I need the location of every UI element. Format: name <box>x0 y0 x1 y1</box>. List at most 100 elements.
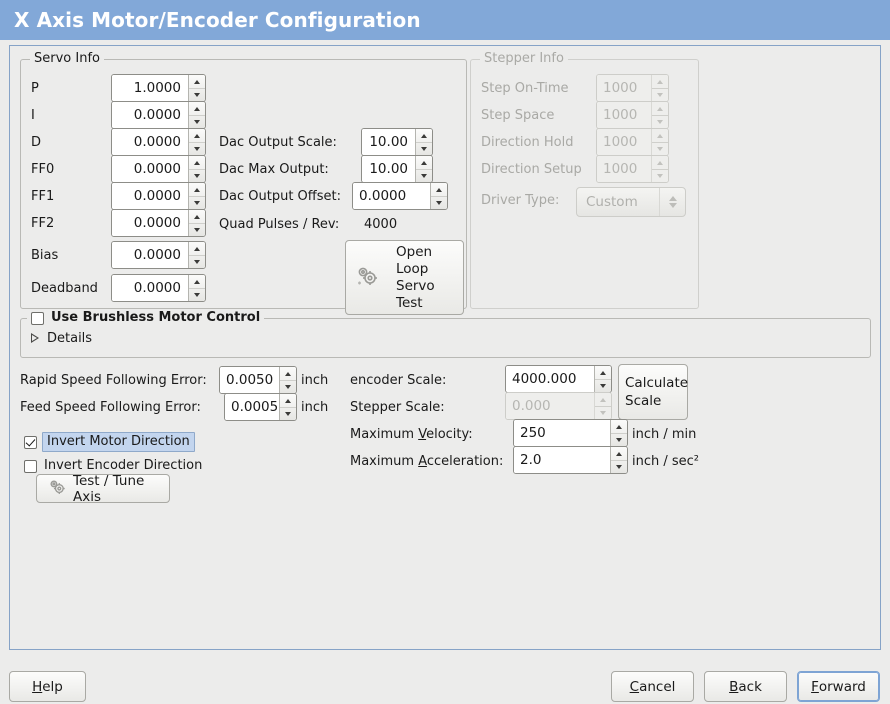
spinner-up-icon[interactable] <box>189 129 205 142</box>
spinner-down-icon[interactable] <box>280 380 296 393</box>
spinner-i[interactable]: 0.0000 <box>111 101 206 129</box>
spinner-bias-buttons[interactable] <box>188 242 205 268</box>
spinner-up-icon[interactable] <box>189 102 205 115</box>
spinner-down-icon[interactable] <box>189 142 205 155</box>
invert-encoder-direction-checkbox[interactable]: Invert Encoder Direction <box>24 458 202 474</box>
spinner-p[interactable]: 1.0000 <box>111 74 206 102</box>
spinner-rapid-buttons[interactable] <box>279 367 296 393</box>
spinner-down-icon[interactable] <box>189 115 205 128</box>
spinner-up-icon[interactable] <box>189 156 205 169</box>
spinner-dac-output-scale[interactable]: 10.00 <box>361 128 433 156</box>
unit-rapid-inch: inch <box>301 373 329 388</box>
spinner-dac-output-scale-value[interactable]: 10.00 <box>362 129 415 155</box>
spinner-d[interactable]: 0.0000 <box>111 128 206 156</box>
spinner-maximum-velocity-value[interactable]: 250 <box>514 420 610 446</box>
checkbox-box[interactable] <box>31 311 44 325</box>
checkbox-box[interactable] <box>24 435 37 449</box>
spinner-up-icon[interactable] <box>431 183 447 196</box>
window-titlebar: X Axis Motor/Encoder Configuration <box>0 0 890 40</box>
spinner-ff1-value[interactable]: 0.0000 <box>112 183 188 209</box>
spinner-dac-output-scale-buttons[interactable] <box>415 129 432 155</box>
spinner-dac-max-output-buttons[interactable] <box>415 156 432 182</box>
spinner-rapid-speed-following-error[interactable]: 0.0050 <box>219 366 297 394</box>
spinner-direction-setup-buttons <box>651 156 668 182</box>
spinner-maximum-velocity[interactable]: 250 <box>513 419 628 447</box>
invert-motor-direction-checkbox[interactable]: Invert Motor Direction <box>24 432 195 452</box>
spinner-down-icon[interactable] <box>189 223 205 236</box>
spinner-up-icon[interactable] <box>189 242 205 255</box>
use-brushless-motor-control-checkbox[interactable]: Use Brushless Motor Control <box>31 310 260 326</box>
spinner-bias[interactable]: 0.0000 <box>111 241 206 269</box>
spinner-up-icon[interactable] <box>189 75 205 88</box>
spinner-dac-max-output[interactable]: 10.00 <box>361 155 433 183</box>
spinner-feed-value[interactable]: 0.0005 <box>225 394 279 420</box>
checkbox-box[interactable] <box>24 459 37 473</box>
spinner-up-icon[interactable] <box>416 156 432 169</box>
spinner-dac-output-offset[interactable]: 0.0000 <box>352 182 448 210</box>
spinner-encoder-scale-value[interactable]: 4000.000 <box>506 366 594 392</box>
maximum-velocity-text-pre: Maximum <box>350 427 419 442</box>
spinner-maximum-acceleration-buttons[interactable] <box>610 447 627 473</box>
spinner-down-icon[interactable] <box>416 169 432 182</box>
spinner-down-icon[interactable] <box>189 288 205 301</box>
spinner-down-icon[interactable] <box>431 196 447 209</box>
spinner-down-icon[interactable] <box>416 142 432 155</box>
spinner-encoder-scale-buttons[interactable] <box>594 366 611 392</box>
spinner-up-icon[interactable] <box>611 420 627 433</box>
spinner-up-icon[interactable] <box>189 275 205 288</box>
spinner-i-value[interactable]: 0.0000 <box>112 102 188 128</box>
spinner-feed-speed-following-error[interactable]: 0.0005 <box>224 393 297 421</box>
spinner-ff1-buttons[interactable] <box>188 183 205 209</box>
spinner-deadband[interactable]: 0.0000 <box>111 274 206 302</box>
spinner-ff2-buttons[interactable] <box>188 210 205 236</box>
calculate-scale-button[interactable]: Calculate Scale <box>618 364 688 420</box>
spinner-dac-output-offset-buttons[interactable] <box>430 183 447 209</box>
spinner-deadband-value[interactable]: 0.0000 <box>112 275 188 301</box>
spinner-deadband-buttons[interactable] <box>188 275 205 301</box>
spinner-up-icon[interactable] <box>189 210 205 223</box>
spinner-maximum-velocity-buttons[interactable] <box>610 420 627 446</box>
spinner-up-icon[interactable] <box>280 394 296 407</box>
spinner-down-icon[interactable] <box>611 460 627 473</box>
spinner-up-icon[interactable] <box>416 129 432 142</box>
spinner-d-value[interactable]: 0.0000 <box>112 129 188 155</box>
spinner-p-value[interactable]: 1.0000 <box>112 75 188 101</box>
spinner-up-icon[interactable] <box>189 183 205 196</box>
spinner-ff0[interactable]: 0.0000 <box>111 155 206 183</box>
spinner-ff2-value[interactable]: 0.0000 <box>112 210 188 236</box>
spinner-maximum-acceleration[interactable]: 2.0 <box>513 446 628 474</box>
spinner-dac-max-output-value[interactable]: 10.00 <box>362 156 415 182</box>
spinner-down-icon[interactable] <box>595 379 611 392</box>
spinner-ff1[interactable]: 0.0000 <box>111 182 206 210</box>
spinner-up-icon[interactable] <box>611 447 627 460</box>
spinner-p-buttons[interactable] <box>188 75 205 101</box>
spinner-dac-output-offset-value[interactable]: 0.0000 <box>353 183 430 209</box>
spinner-bias-value[interactable]: 0.0000 <box>112 242 188 268</box>
spinner-encoder-scale[interactable]: 4000.000 <box>505 365 612 393</box>
open-loop-servo-test-button[interactable]: Open Loop Servo Test <box>345 240 464 315</box>
spinner-down-icon[interactable] <box>189 255 205 268</box>
spinner-up-icon[interactable] <box>595 366 611 379</box>
spinner-ff0-buttons[interactable] <box>188 156 205 182</box>
spinner-ff2[interactable]: 0.0000 <box>111 209 206 237</box>
spinner-down-icon[interactable] <box>611 433 627 446</box>
spinner-rapid-value[interactable]: 0.0050 <box>220 367 279 393</box>
spinner-down-icon[interactable] <box>189 196 205 209</box>
spinner-d-buttons[interactable] <box>188 129 205 155</box>
chevron-right-icon[interactable] <box>31 333 39 344</box>
spinner-down-icon[interactable] <box>189 88 205 101</box>
spinner-up-icon[interactable] <box>280 367 296 380</box>
spinner-feed-buttons[interactable] <box>279 394 296 420</box>
spinner-stepper-scale: 0.000 <box>505 392 612 420</box>
spinner-maximum-acceleration-value[interactable]: 2.0 <box>514 447 610 473</box>
details-expander[interactable]: Details <box>31 331 92 346</box>
spinner-ff0-value[interactable]: 0.0000 <box>112 156 188 182</box>
test-tune-axis-button[interactable]: Test / Tune Axis <box>36 473 170 505</box>
spinner-down-icon[interactable] <box>189 169 205 182</box>
spinner-down-icon[interactable] <box>280 407 296 420</box>
spinner-i-buttons[interactable] <box>188 102 205 128</box>
